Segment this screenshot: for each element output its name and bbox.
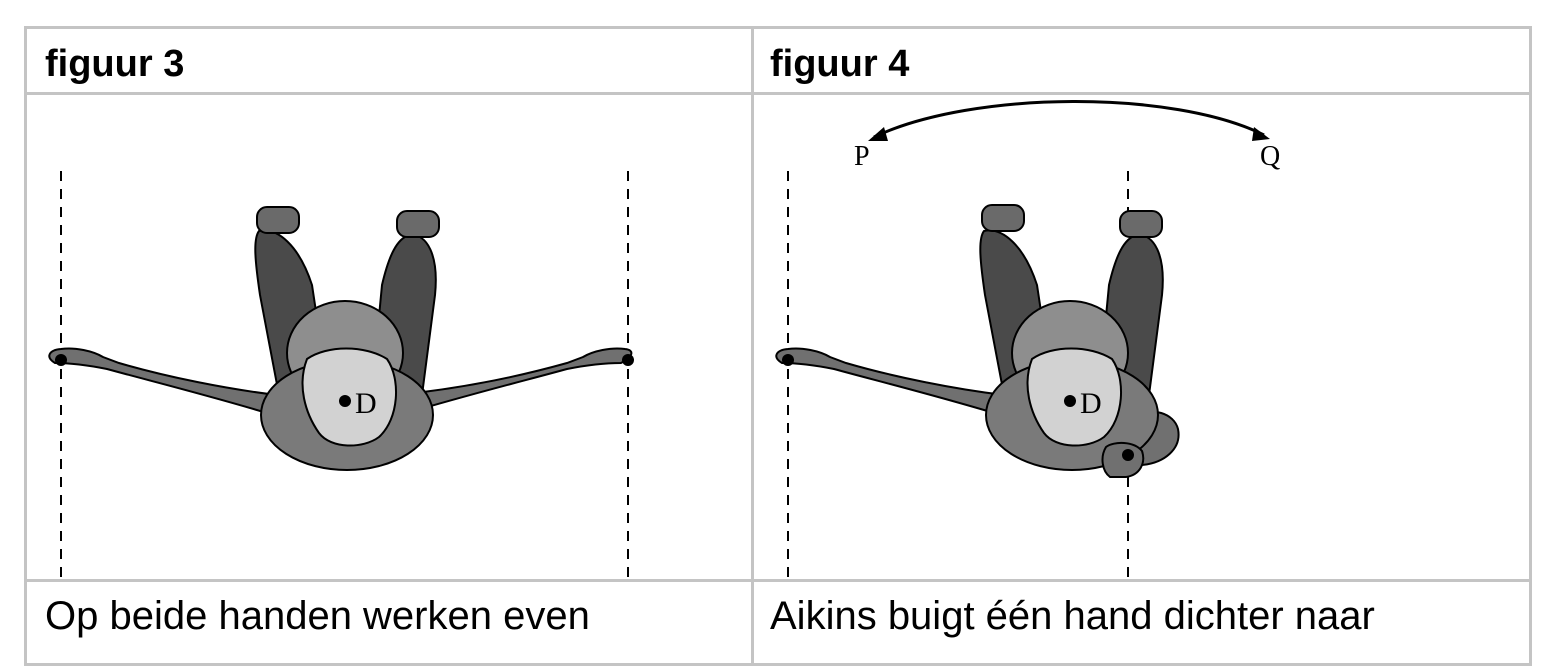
column-divider — [751, 29, 754, 663]
figure-4-caption: Aikins buigt één hand dichter naar — [770, 594, 1375, 638]
figure-3-header: figuur 3 — [45, 43, 185, 85]
figure-4-header: figuur 4 — [770, 43, 910, 85]
left-foot — [256, 206, 300, 234]
figure-3-svg: D — [48, 171, 634, 581]
arrow-head-right — [1252, 127, 1270, 141]
right-hand — [1101, 441, 1145, 478]
right-foot — [396, 210, 440, 238]
right-arm — [395, 347, 633, 415]
figure-4-illustration: P Q D — [754, 95, 1474, 581]
point-d-marker — [339, 395, 351, 407]
header-divider — [27, 92, 1529, 95]
caption-divider — [27, 579, 1529, 582]
figure-3-illustration: D — [27, 95, 747, 581]
point-d-label: D — [1080, 387, 1102, 420]
left-hand-marker — [55, 354, 67, 366]
right-hand-marker — [622, 354, 634, 366]
left-foot — [981, 204, 1025, 232]
point-d-marker — [1064, 395, 1076, 407]
figure-3-caption: Op beide handen werken even — [45, 594, 590, 638]
point-d-label: D — [355, 387, 377, 420]
left-arm — [775, 347, 1006, 415]
arrow-head-left — [868, 127, 888, 141]
figure-4-svg: P Q D — [775, 100, 1280, 581]
figure-table: figuur 3 D Op beide h — [24, 26, 1532, 666]
rotation-arrow — [873, 100, 1265, 139]
right-foot — [1119, 210, 1163, 238]
label-q: Q — [1260, 141, 1280, 172]
right-hand-marker — [1122, 449, 1134, 461]
left-arm — [48, 347, 279, 415]
label-p: P — [854, 141, 870, 172]
left-hand-marker — [782, 354, 794, 366]
